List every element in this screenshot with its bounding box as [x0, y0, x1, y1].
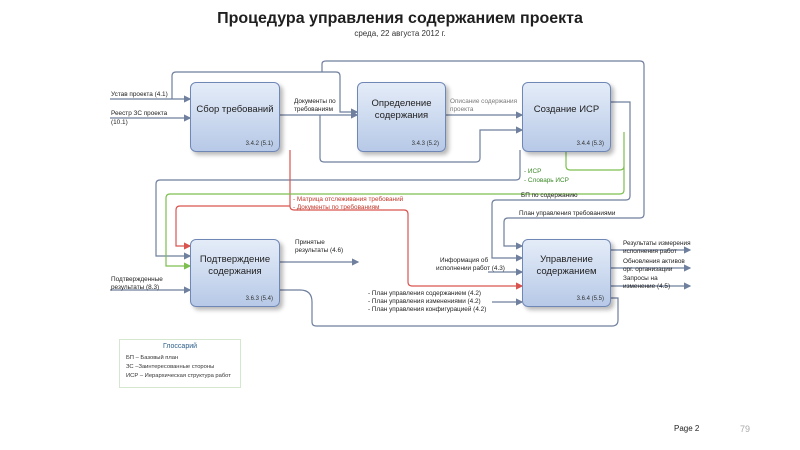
glossary-title: Глоссарий — [162, 343, 198, 350]
label-rez-1: Результаты измерения — [623, 240, 691, 247]
label-zap-1: Запросы на — [623, 275, 658, 282]
box-code: 3.4.4 (5.3) — [576, 141, 604, 147]
box-label: Определение содержания — [371, 98, 432, 121]
box-label: Подтверждение содержания — [199, 254, 271, 277]
label-plan-soderzh: - План управления содержанием (4.2) — [368, 290, 482, 297]
box-code: 3.6.4 (5.5) — [576, 296, 604, 302]
flow-bp — [491, 101, 631, 262]
label-prinyatye-1: Принятые — [295, 239, 325, 246]
label-plan-konfig: - План управления конфигурацией (4.2) — [368, 306, 487, 313]
label-ustav: Устав проекта (4.1) — [111, 91, 168, 98]
glossary-item: БП – Базовый план — [126, 355, 179, 361]
process-box-opredelenie-soderzhaniya: Определение содержания 3.4.3 (5.2) — [357, 82, 446, 152]
flow-top-loop — [321, 60, 645, 250]
label-docs-1: Документы по — [294, 98, 336, 105]
box-code: 3.4.3 (5.2) — [411, 141, 439, 147]
box-code: 3.4.2 (5.1) — [245, 141, 273, 147]
label-info-2: исполнении работ (4.3) — [436, 265, 505, 272]
label-podtv-1: Подтвержденные — [111, 276, 163, 283]
flow-green — [165, 132, 625, 270]
glossary-item: ИСР – Иерархическая структура работ — [126, 373, 231, 379]
label-plan-treb: План управления требованиями — [519, 210, 616, 217]
process-box-sbor-trebovaniy: Сбор требований 3.4.2 (5.1) — [190, 82, 280, 152]
flow-podtv-upr — [278, 289, 619, 327]
label-bp: БП по содержанию — [521, 192, 578, 199]
label-docs-req: - Документы по требованиям — [293, 204, 380, 211]
label-zap-2: изменение (4.5) — [623, 283, 671, 290]
page-number: Page 2 — [674, 424, 700, 433]
flow-isr-down — [155, 150, 521, 260]
label-opisanie-1: Описание содержания — [450, 98, 518, 105]
label-matrix: - Матрица отслеживания требований — [293, 196, 404, 203]
box-label: Создание ИСР — [533, 104, 600, 116]
process-box-sozdanie-isr: Создание ИСР 3.4.4 (5.3) — [522, 82, 611, 152]
glossary-box: Глоссарий БП – Базовый план ЗС –Заинтере… — [119, 339, 241, 388]
label-rez-2: исполнения работ — [623, 248, 677, 255]
label-prinyatye-2: результаты (4.6) — [295, 247, 344, 254]
page-date: среда, 22 августа 2012 г. — [354, 29, 446, 38]
box-label: Управление содержанием — [536, 254, 597, 277]
box-code: 3.6.3 (5.4) — [245, 296, 273, 302]
flow-ustav-top — [171, 71, 359, 116]
label-obn-2: орг. организации — [623, 266, 673, 273]
flow-docs-loop — [319, 115, 524, 163]
label-docs-2: требованиям — [294, 106, 334, 113]
label-opisanie-2: проекта — [450, 106, 474, 113]
label-info-1: Информация об — [440, 257, 489, 264]
flow-red-podtv — [175, 205, 290, 250]
label-reestr-2: (10.1) — [111, 119, 128, 126]
slide-number: 79 — [740, 424, 751, 434]
label-reestr-1: Реестр ЗС проекта — [111, 110, 168, 117]
box-label: Сбор требований — [196, 104, 274, 116]
page-title: Процедура управления содержанием проекта — [217, 10, 583, 27]
label-plan-izmen: - План управления изменениями (4.2) — [368, 298, 481, 305]
flow-red-upr — [289, 150, 524, 290]
process-box-podtverzhdenie-soderzhaniya: Подтверждение содержания 3.6.3 (5.4) — [190, 239, 280, 307]
label-podtv-2: результаты (8.3) — [111, 284, 160, 291]
label-slovar-isr: - Словарь ИСР — [524, 177, 569, 184]
label-isr: - ИСР — [524, 168, 542, 175]
glossary-item: ЗС –Заинтересованные стороны — [126, 364, 215, 370]
label-obn-1: Обновления активов — [623, 258, 685, 265]
process-box-upravlenie-soderzhaniem: Управление содержанием 3.6.4 (5.5) — [522, 239, 611, 307]
